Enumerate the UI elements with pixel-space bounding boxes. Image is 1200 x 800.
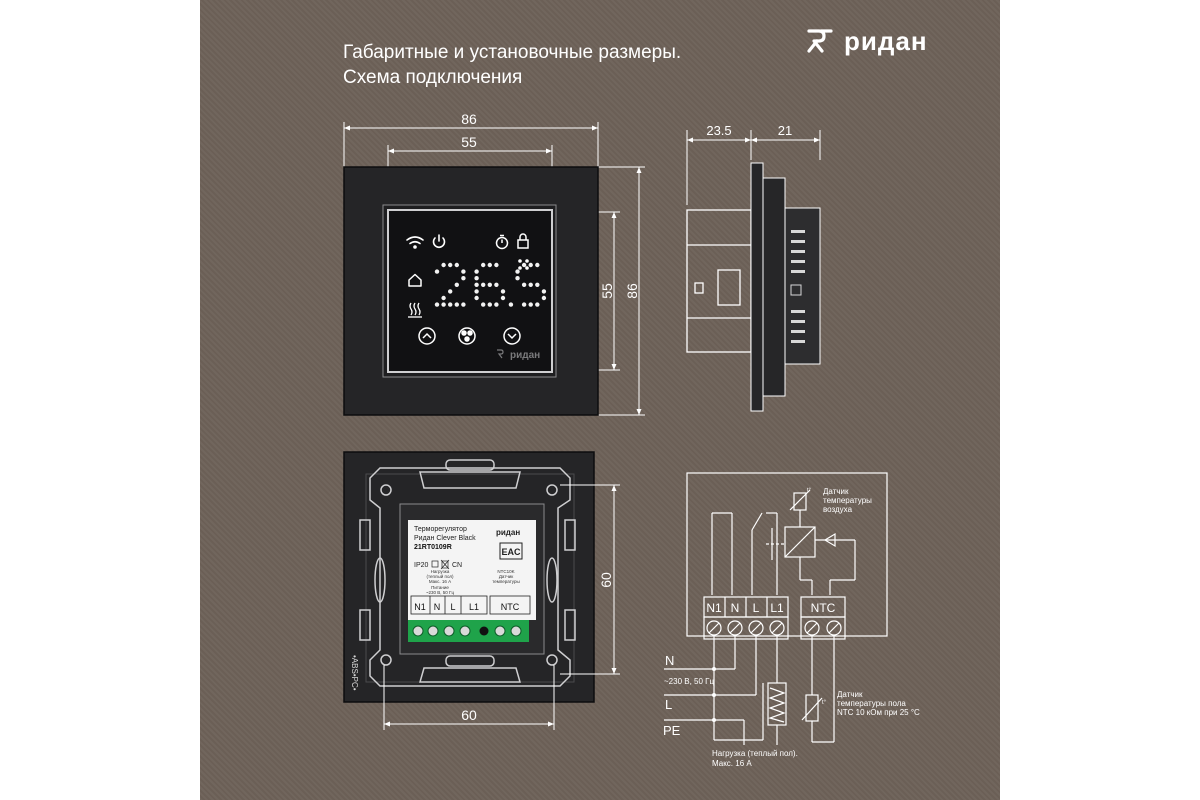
device-brand-label: ридан	[510, 350, 540, 361]
label-terminal-l1: L1	[469, 602, 479, 612]
dim-inner-height: 55	[599, 283, 615, 299]
wiring-terminal-l: L	[753, 601, 760, 615]
timer-icon	[495, 234, 509, 250]
wiring-terminal-ntc: NTC	[811, 601, 836, 615]
down-arrow-icon[interactable]	[503, 327, 521, 345]
label-terminal-n: N	[434, 602, 441, 612]
terminal-screws	[412, 625, 522, 637]
lock-icon	[517, 233, 529, 249]
ridan-logo-icon	[807, 29, 833, 53]
dim-back-height: 60	[598, 572, 614, 588]
side-bezel	[762, 177, 786, 397]
air-sensor-label-2: температуры	[823, 496, 872, 505]
label-ntc-3: температуры	[492, 579, 520, 584]
touch-panel	[387, 209, 553, 373]
wiring-screws	[706, 620, 842, 636]
wiring-terminal-labels-box	[703, 596, 846, 640]
dim-inner-width: 55	[461, 134, 477, 150]
device-logo-icon	[497, 349, 504, 359]
dim-depth-2: 21	[778, 123, 792, 138]
air-sensor-resistor	[793, 492, 807, 511]
dim-outer-height: 86	[624, 283, 640, 299]
brand-name: ридан	[844, 25, 928, 56]
label-brand: ридан	[496, 528, 520, 537]
up-arrow-icon[interactable]	[418, 327, 436, 345]
floor-sensor-label-2: температуры пола	[837, 699, 906, 708]
mounting-plate	[359, 459, 576, 687]
wiring-terminal-n: N	[731, 601, 740, 615]
dim-back-width: 60	[461, 707, 477, 723]
load-label-1: Нагрузка (теплый пол).	[712, 749, 798, 758]
title-line-1: Габаритные и установочные размеры.	[343, 42, 682, 63]
dim-outer-width: 86	[461, 111, 477, 127]
title-line-2: Схема подключения	[343, 67, 523, 88]
wifi-icon	[406, 236, 424, 249]
label-terminal-l: L	[450, 602, 455, 612]
display-readout	[434, 262, 547, 307]
label-terminal-n1: N1	[414, 602, 426, 612]
brand-logo: ридан	[806, 26, 928, 56]
thermostat-boundary	[686, 472, 888, 637]
label-terminal-ntc: NTC	[501, 602, 520, 612]
background-panel	[200, 0, 1000, 800]
eac-mark	[499, 542, 523, 560]
label-load-1: Нагрузка	[431, 569, 450, 574]
load-label-2: Макс. 16 А	[712, 759, 752, 768]
label-code: 21RT0109R	[414, 544, 452, 551]
page-title: Габаритные и установочные размеры. Схема…	[343, 40, 681, 90]
power-icon	[432, 234, 446, 249]
weee-icon	[440, 559, 450, 570]
wiring-terminal-l1: L1	[770, 601, 784, 615]
air-sensor-label-1: Датчик	[823, 487, 849, 496]
dim-depth-1: 23.5	[706, 123, 731, 138]
label-title-2: Ридан Clever Black	[414, 535, 476, 542]
label-load-3: Макс. 16 А	[429, 579, 451, 584]
label-load-2: (теплый пол)	[426, 573, 454, 579]
side-frame	[750, 162, 764, 412]
label-power-2: ~230 В, 50 Гц	[426, 590, 455, 595]
material-marking: •ABS•PC•	[350, 655, 359, 691]
air-sensor-label-3: воздуха	[823, 505, 853, 514]
label-ntc-1: NTC10K	[497, 569, 514, 574]
side-vents	[790, 230, 805, 343]
class-ii-icon	[431, 560, 439, 568]
product-label	[408, 520, 536, 620]
wiring-label-pe: PE	[663, 723, 681, 738]
floor-sensor-label-1: Датчик	[837, 690, 863, 699]
floor-sensor-resistor	[805, 694, 819, 722]
home-icon	[408, 273, 422, 287]
display-digit-1	[474, 262, 506, 307]
label-power-1: Питание	[431, 585, 449, 590]
label-terminal-boxes	[410, 595, 531, 615]
label-ntc-2: Датчик	[499, 574, 513, 579]
wiring-terminal-n1: N1	[706, 601, 722, 615]
terminal-hole	[479, 626, 489, 636]
wiring-junctions	[712, 667, 716, 722]
label-eac: EAC	[501, 547, 521, 557]
front-view-drawing: 86 55 55 86	[343, 111, 645, 416]
label-title-1: Терморегулятор	[414, 526, 467, 533]
display-digit-0	[434, 262, 466, 307]
side-housing	[686, 209, 752, 353]
display-decimal-digit-0	[515, 262, 547, 307]
display-decimal-point	[508, 302, 514, 307]
air-sensor-symbol: t°	[807, 488, 812, 494]
wiring-supply: ~230 В, 50 Гц	[664, 677, 714, 686]
units-dots	[518, 259, 529, 270]
side-view-drawing: 23.5 21	[686, 123, 821, 412]
floor-sensor-symbol: t°	[822, 700, 827, 706]
floor-sensor-label-3: NTC 10 кОм при 25 °C	[837, 708, 920, 717]
heat-icon	[408, 302, 422, 318]
label-ip: IP20	[414, 562, 429, 569]
wiring-label-l: L	[665, 697, 672, 712]
wiring-label-n: N	[665, 653, 674, 668]
fan-icon[interactable]	[458, 327, 476, 345]
wiring-diagram: t° Датчик температуры воздуха N1 N L L1 …	[663, 472, 920, 768]
back-view-drawing: Терморегулятор Ридан Clever Black 21RT01…	[343, 451, 620, 730]
label-country: CN	[452, 562, 462, 569]
